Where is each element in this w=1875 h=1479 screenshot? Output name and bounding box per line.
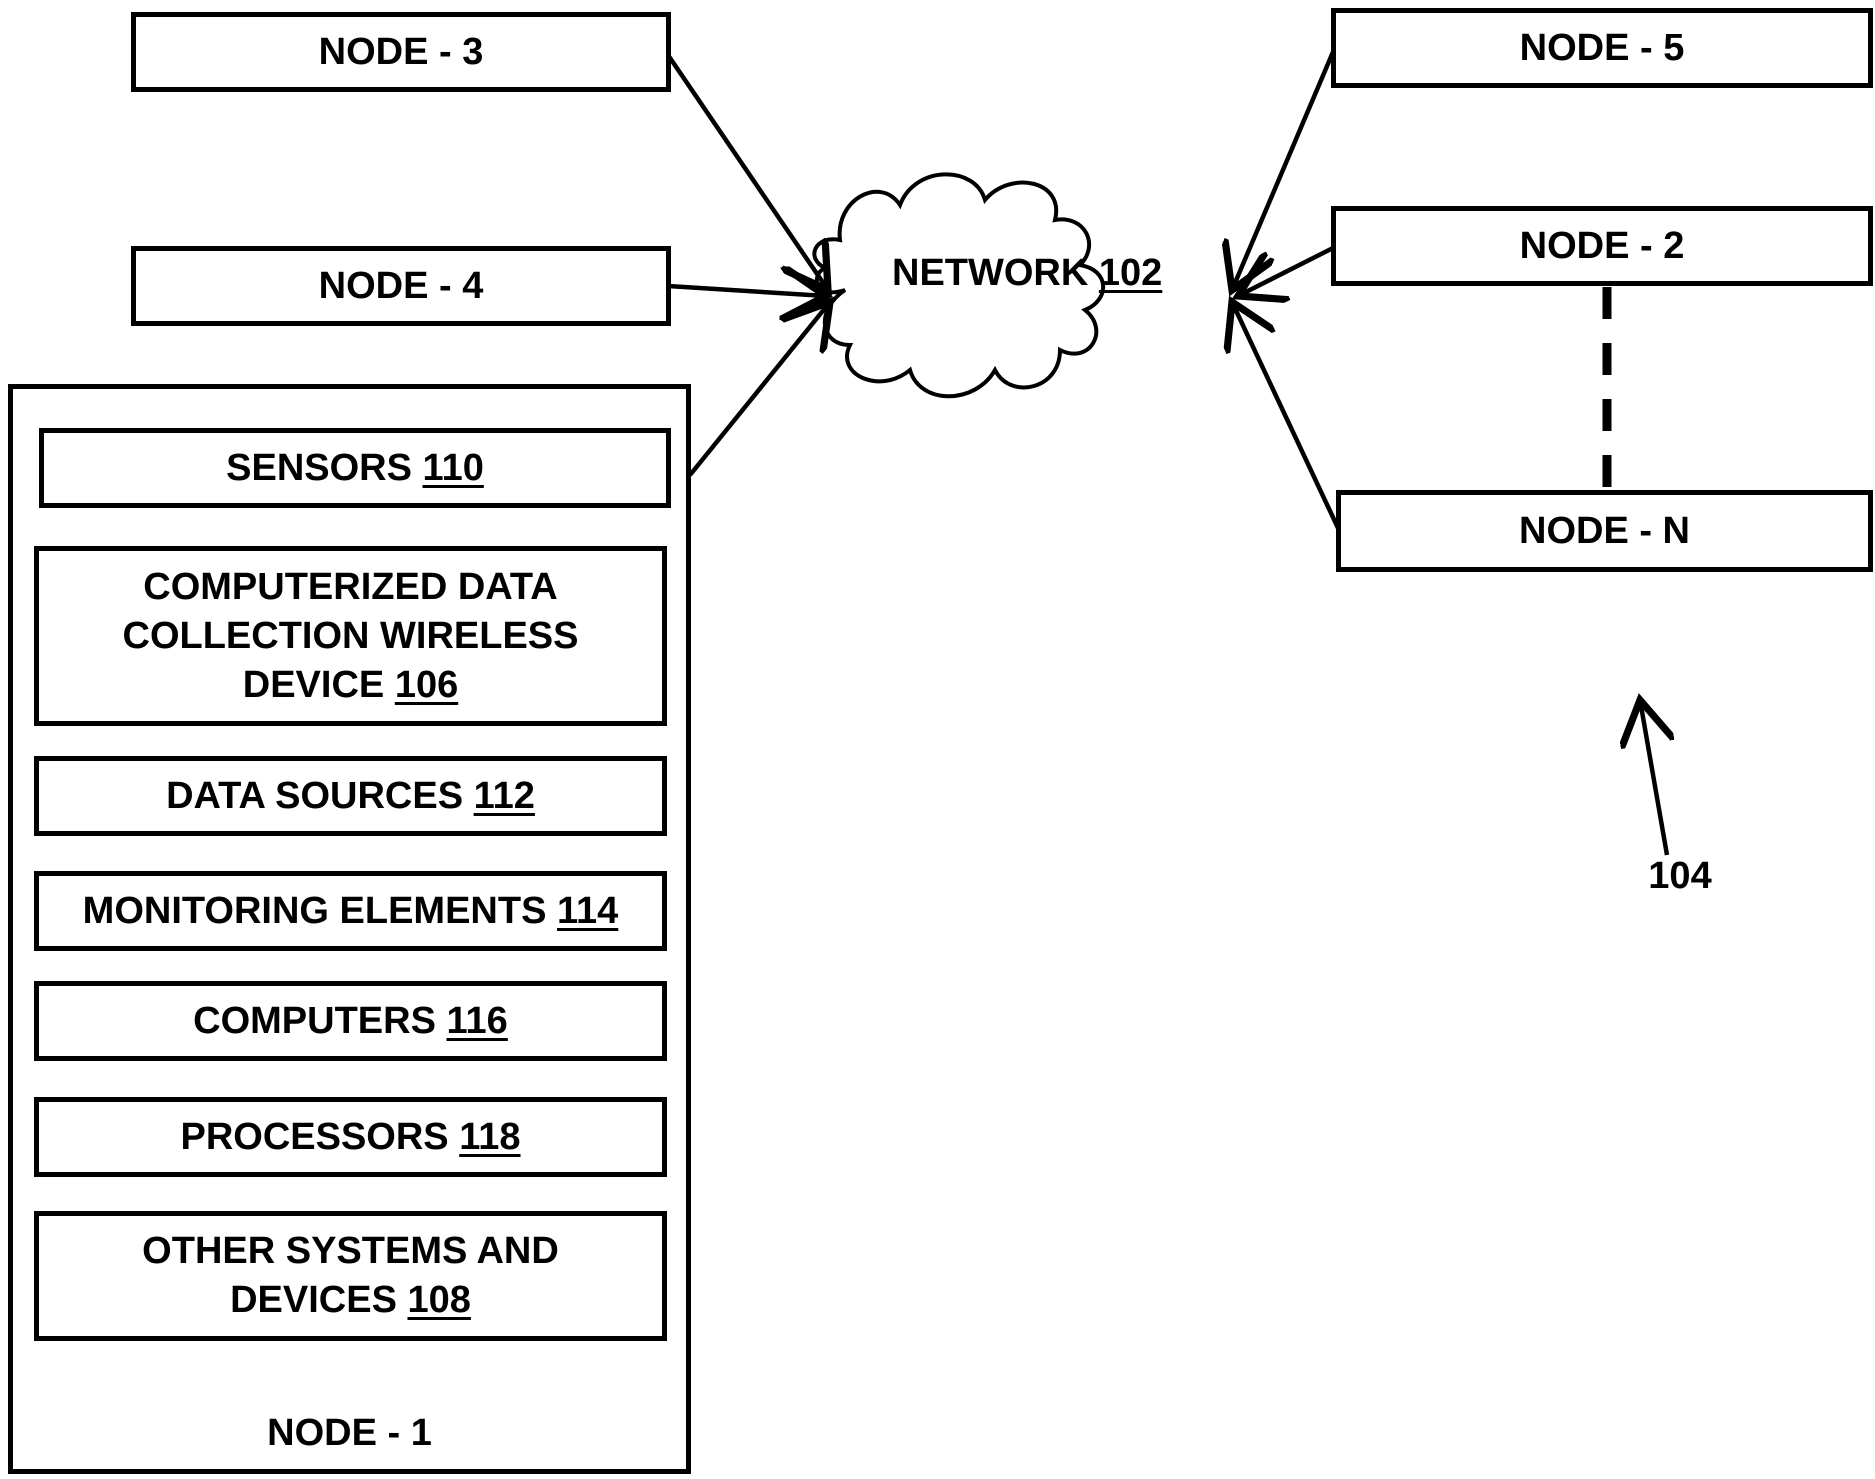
processors-box: PROCESSORS 118 xyxy=(34,1097,667,1177)
computers-label: COMPUTERS 116 xyxy=(193,999,508,1042)
data-sources-label: DATA SOURCES 112 xyxy=(166,774,535,817)
sensors-label: SENSORS 110 xyxy=(226,446,484,489)
arrow-node4-network xyxy=(667,286,826,296)
arrow-nodeN-network xyxy=(1232,302,1341,529)
arrow-node1-network xyxy=(688,302,830,477)
node-3-label: NODE - 3 xyxy=(318,30,484,73)
arrow-node5-network xyxy=(1232,51,1336,290)
monitoring-elements-label: MONITORING ELEMENTS 114 xyxy=(82,889,619,932)
data-sources-box: DATA SOURCES 112 xyxy=(34,756,667,836)
node-5-label: NODE - 5 xyxy=(1519,26,1685,69)
network-cloud-icon xyxy=(812,172,1106,399)
sensors-box: SENSORS 110 xyxy=(39,428,671,508)
data-collection-device-box: COMPUTERIZED DATA COLLECTION WIRELESS DE… xyxy=(34,546,667,726)
arrow-node2-network xyxy=(1238,245,1335,296)
node-5-box: NODE - 5 xyxy=(1331,8,1873,88)
node-3-box: NODE - 3 xyxy=(131,12,671,92)
processors-label: PROCESSORS 118 xyxy=(180,1115,521,1158)
data-collection-device-label: COMPUTERIZED DATA COLLECTION WIRELESS DE… xyxy=(122,565,579,706)
node-n-label: NODE - N xyxy=(1519,509,1690,552)
ref-104-arrow xyxy=(1640,700,1667,856)
node-1-container xyxy=(8,384,691,1474)
node-n-box: NODE - N xyxy=(1336,490,1873,572)
network-label: NETWORK 102 xyxy=(892,252,1163,294)
other-systems-box: OTHER SYSTEMS AND DEVICES 108 xyxy=(34,1211,667,1341)
other-systems-label: OTHER SYSTEMS AND DEVICES 108 xyxy=(142,1230,559,1321)
node-2-box: NODE - 2 xyxy=(1331,206,1873,286)
node-4-box: NODE - 4 xyxy=(131,246,671,326)
computers-box: COMPUTERS 116 xyxy=(34,981,667,1061)
arrow-node3-network xyxy=(666,53,828,290)
ref-104-label: 104 xyxy=(1648,855,1712,897)
monitoring-elements-box: MONITORING ELEMENTS 114 xyxy=(34,871,667,951)
node-2-label: NODE - 2 xyxy=(1519,224,1685,267)
node-4-label: NODE - 4 xyxy=(318,264,484,307)
node-1-label: NODE - 1 xyxy=(267,1412,432,1454)
